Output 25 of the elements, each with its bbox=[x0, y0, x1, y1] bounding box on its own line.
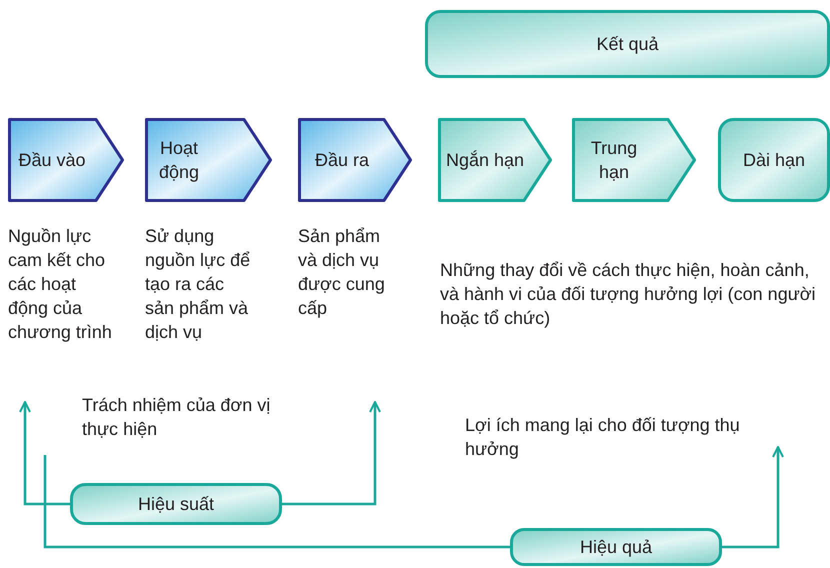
description-text: Sử dụng nguồn lực để tạo ra các sản phẩm và dịch vụ bbox=[145, 225, 252, 344]
arrow bbox=[19, 401, 70, 506]
rounded-box bbox=[718, 118, 830, 202]
note-text: Trách nhiệm của đơn vị thực hiện bbox=[82, 394, 272, 441]
header-band bbox=[425, 10, 830, 78]
node-label: Hoạt động bbox=[158, 137, 200, 184]
description-text: Nguồn lực cam kết cho các hoạt động của chương trình bbox=[8, 225, 113, 344]
node-label: Trung hạn bbox=[590, 137, 638, 184]
chevron-box bbox=[572, 118, 696, 202]
rounded-box bbox=[510, 528, 722, 566]
node-label: Ngắn hạn bbox=[446, 149, 524, 172]
note-text: Lợi ích mang lại cho đối tượng thụ hưởng bbox=[465, 414, 741, 461]
arrow bbox=[722, 446, 784, 548]
node-label: Hiệu quả bbox=[580, 536, 652, 559]
node-label: Hiệu suất bbox=[138, 493, 214, 516]
node-label: Kết quả bbox=[596, 33, 659, 56]
description-text: Sản phẩm và dịch vụ được cung cấp bbox=[298, 225, 386, 320]
arrow bbox=[282, 401, 381, 506]
node-label: Đầu vào bbox=[18, 149, 86, 172]
chevron-box bbox=[438, 118, 552, 202]
note-text: Những thay đổi về cách thực hiện, hoàn cảnh, và hành vi của đối tượng hưởng lợi (con người hoặc tổ chức) bbox=[440, 259, 817, 330]
rounded-box bbox=[70, 483, 282, 525]
node-label: Dài hạn bbox=[742, 149, 806, 172]
connector-line bbox=[44, 455, 510, 548]
node-label: Đầu ra bbox=[314, 149, 370, 172]
